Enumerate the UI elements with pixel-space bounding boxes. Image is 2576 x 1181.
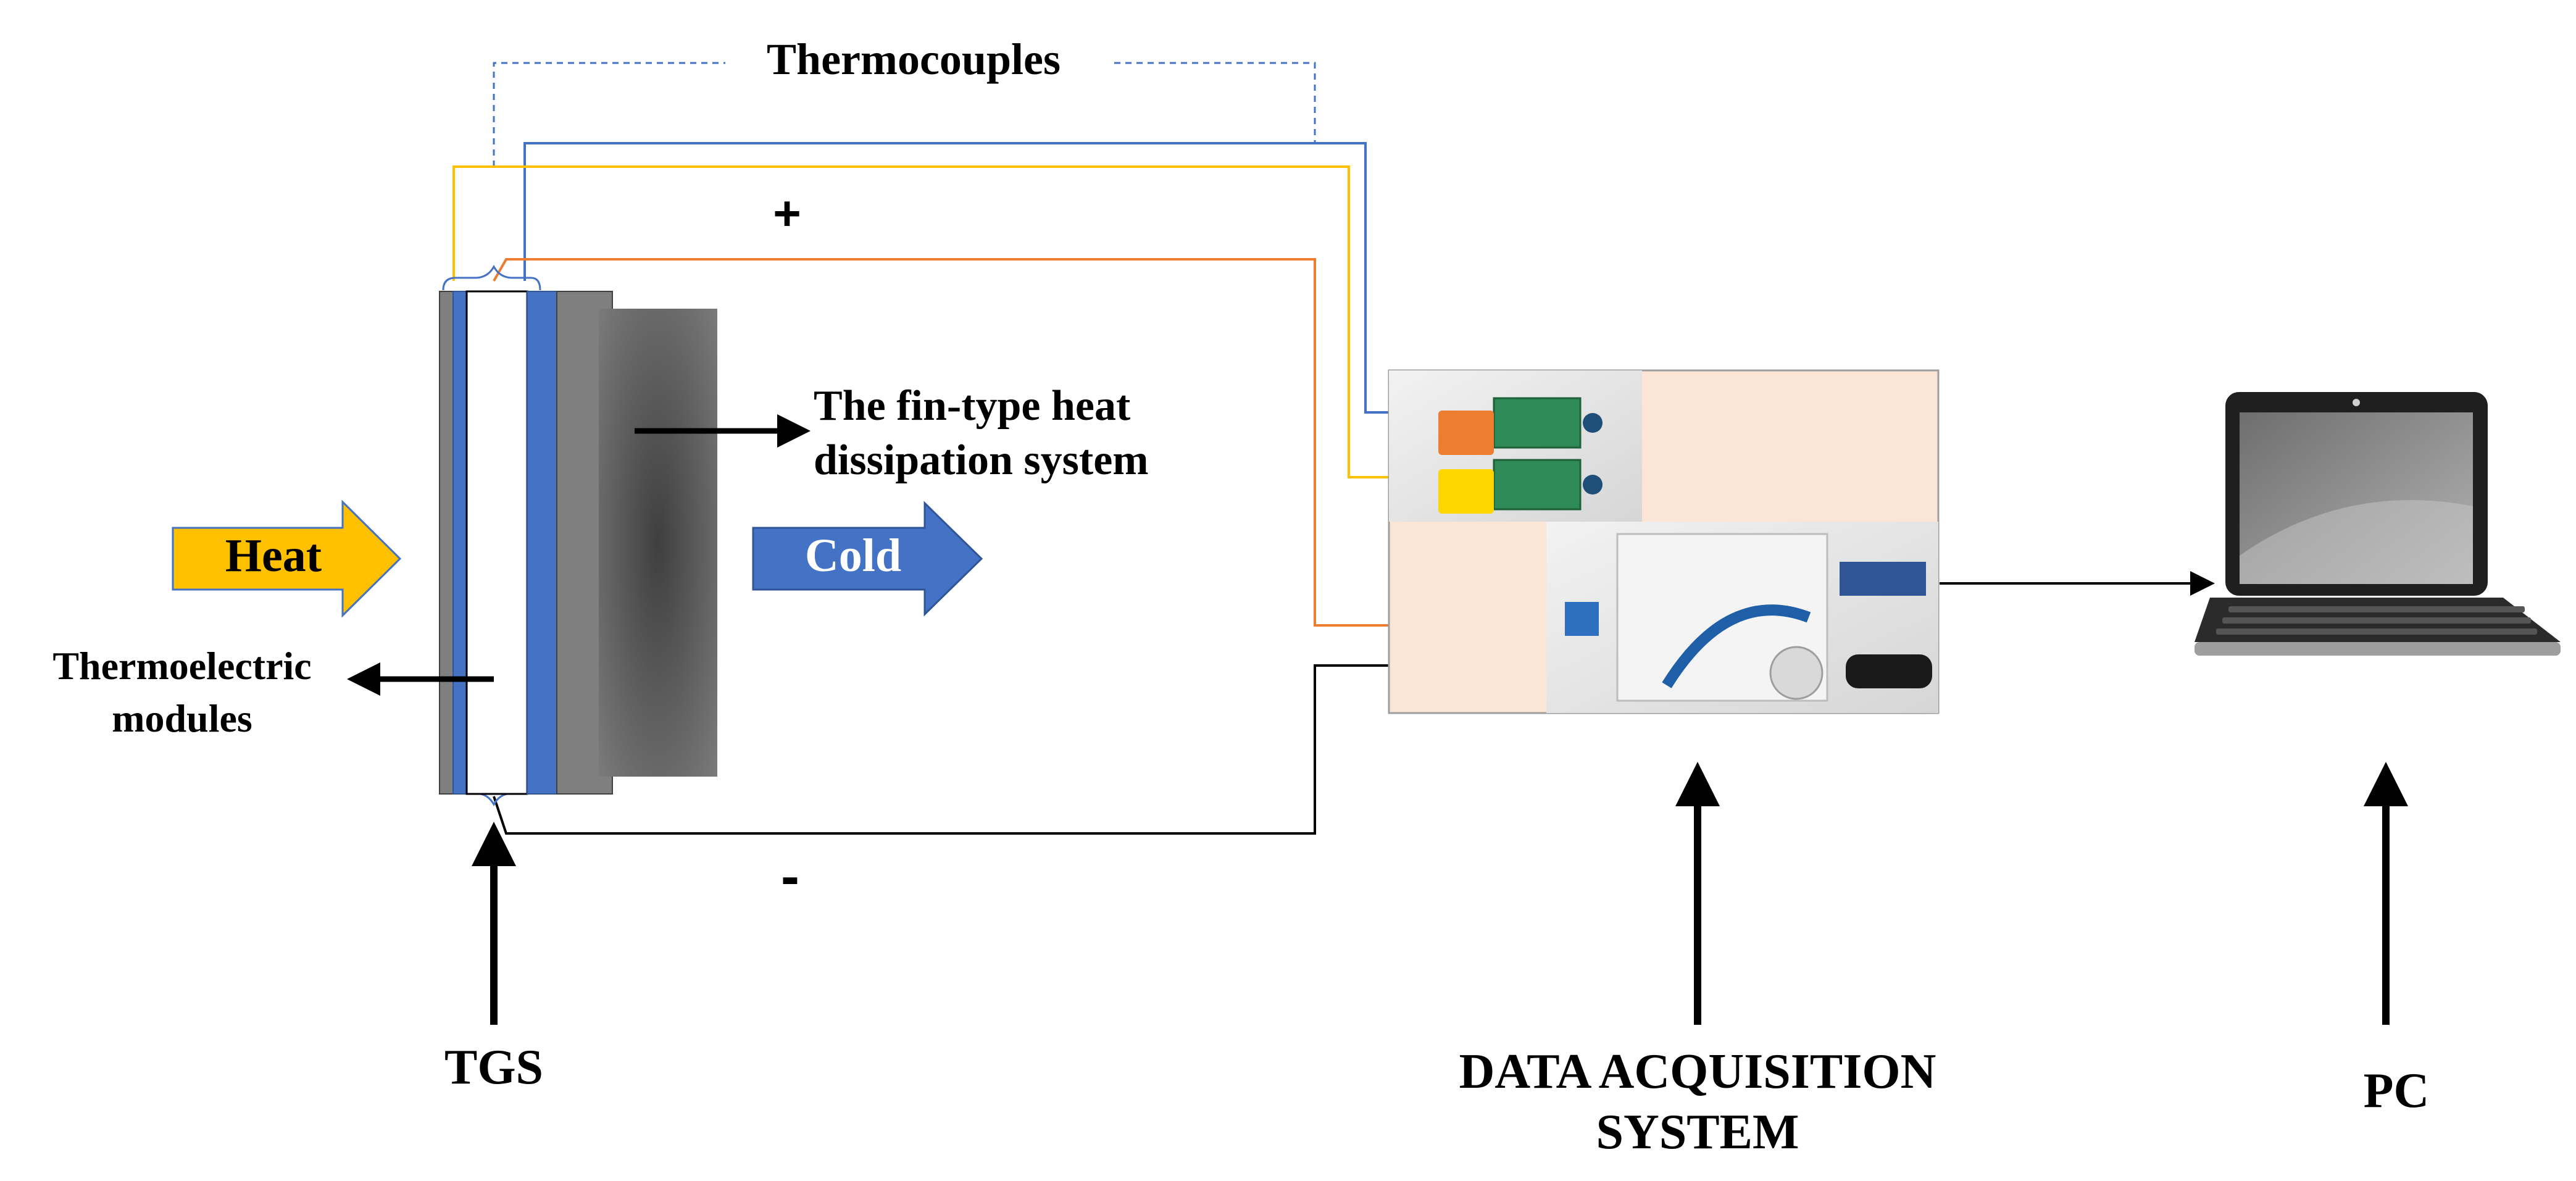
- tgs-assembly: [439, 290, 717, 795]
- cold-arrow: [752, 501, 983, 617]
- laptop-icon: [2195, 392, 2561, 656]
- negative-terminal-label: -: [781, 846, 799, 908]
- wire-yellow-thermocouple: [452, 165, 1438, 478]
- fin-system-label-line1: The fin-type heat: [814, 382, 1130, 430]
- fin-system-label-line2: dissipation system: [814, 436, 1149, 484]
- thermoelectric-module: [465, 290, 528, 795]
- power-jack: [1846, 654, 1932, 688]
- tgs-label: TGS: [444, 1040, 543, 1095]
- arduino-capacitor: [1769, 646, 1824, 700]
- fin-heat-sink: [599, 309, 717, 777]
- thermocouple-amp-1: [1493, 397, 1582, 449]
- usb-cable-plug: [1840, 562, 1926, 596]
- thermocouples-label: Thermocouples: [767, 35, 1061, 84]
- thermoelectric-label-line1: Thermoelectric: [52, 644, 311, 688]
- heat-arrow: [172, 499, 402, 618]
- pc-label: PC: [2364, 1064, 2430, 1118]
- cold-label: Cold: [805, 530, 901, 582]
- thermocouple-amp-2: [1493, 459, 1582, 511]
- hot-side-plate: [439, 291, 454, 795]
- daq-label-line2: SYSTEM: [1596, 1105, 1799, 1159]
- daq-label-line1: DATA ACQUISITION: [1459, 1045, 1936, 1099]
- thermocouple-plug-yellow: [1438, 469, 1494, 514]
- positive-terminal-label: +: [773, 186, 801, 240]
- amp-connector-2: [1583, 475, 1603, 495]
- current-sensor: [1565, 602, 1599, 636]
- thermocouples-bracket: [493, 62, 1316, 167]
- amp-connector-1: [1583, 413, 1603, 433]
- thermocouple-plug-orange: [1438, 411, 1494, 455]
- arduino-board-trace: [1662, 604, 1811, 688]
- thermoelectric-label-line2: modules: [112, 696, 252, 740]
- daq-photo: [1388, 369, 1940, 714]
- cold-side-ceramic: [527, 291, 557, 795]
- hot-side-ceramic: [452, 291, 467, 795]
- heat-label: Heat: [225, 530, 322, 582]
